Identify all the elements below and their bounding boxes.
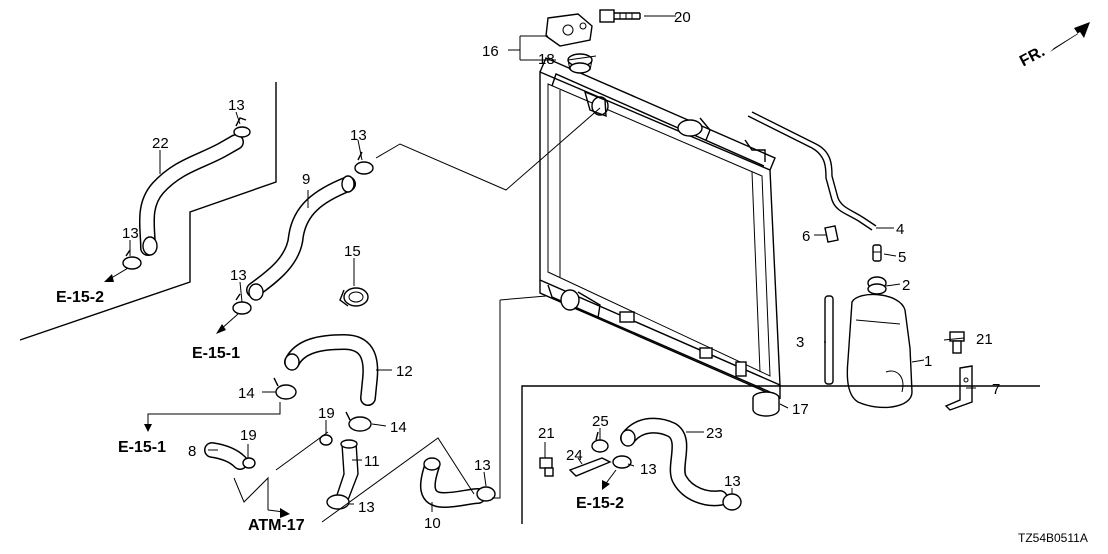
reference-arrows: [104, 267, 617, 518]
hose-22: [138, 134, 244, 256]
callout-19-a: 19: [318, 405, 335, 422]
clamp-13-g: [612, 455, 632, 469]
cap-17: [752, 391, 780, 417]
hose-8: [204, 442, 248, 470]
hose-10: [419, 457, 486, 508]
boundary-lines: [19, 82, 1040, 524]
callout-13-b: 13: [122, 225, 139, 242]
reference-labels: E-15-2 E-15-1 E-15-1 ATM-17 E-15-2: [56, 289, 624, 534]
water-pipe-11: [335, 439, 359, 501]
callout-4: 4: [896, 221, 904, 238]
ref-e-15-1-lower: E-15-1: [118, 439, 166, 456]
clip-6: [824, 225, 839, 243]
callout-1: 1: [924, 353, 932, 370]
front-direction-arrow: [1050, 22, 1090, 52]
callout-3: 3: [796, 334, 804, 351]
callout-2: 2: [902, 277, 910, 294]
callout-17: 17: [792, 401, 809, 418]
callout-13-d: 13: [230, 267, 247, 284]
callout-10: 10: [424, 515, 441, 532]
callout-14-a: 14: [238, 385, 255, 402]
callout-14-b: 14: [390, 419, 407, 436]
callout-18: 18: [538, 51, 555, 68]
leader-lines: [129, 15, 976, 512]
hose-12: [284, 334, 379, 406]
o-ring-19-a: [319, 434, 333, 446]
bracket-24: [568, 457, 612, 477]
callout-9: 9: [302, 171, 310, 188]
callout-23: 23: [706, 425, 723, 442]
callout-13-a: 13: [228, 97, 245, 114]
clamp-13-e: [326, 494, 350, 510]
diagram-code: TZ54B0511A: [1018, 531, 1088, 545]
front-label: FR.: [1017, 43, 1048, 70]
callout-7: 7: [992, 381, 1000, 398]
bracket-7: [944, 365, 973, 411]
clamp-13-b: [122, 249, 142, 270]
callout-25: 25: [592, 413, 609, 430]
callout-19-b: 19: [240, 427, 257, 444]
callout-13-c: 13: [350, 127, 367, 144]
callout-21-a: 21: [538, 425, 555, 442]
callout-13-h: 13: [724, 473, 741, 490]
clip-5: [872, 244, 882, 262]
callout-16: 16: [482, 43, 499, 60]
ref-e-15-2-left: E-15-2: [56, 289, 104, 306]
clamp-13-h: [722, 493, 742, 511]
clamp-15: [339, 287, 369, 307]
o-ring-19-b: [242, 457, 256, 469]
callout-labels: 1 2 3 4 5 6 7 8 9 10 11 12 13 13 13 13 1…: [122, 9, 1000, 532]
clamp-14-b: [345, 411, 372, 432]
callout-20: 20: [674, 9, 691, 26]
reservoir-tank: [846, 293, 913, 409]
callout-6: 6: [802, 228, 810, 245]
callout-24: 24: [566, 447, 583, 464]
overflow-tube-4: [747, 111, 877, 231]
clamp-13-f: [476, 486, 496, 502]
mount-rubber-18: [567, 53, 593, 74]
bolt-21-left: [539, 457, 554, 477]
radiator: [539, 57, 781, 400]
callout-13-e: 13: [358, 499, 375, 516]
bolt-20: [599, 9, 641, 23]
clamp-13-a: [233, 117, 251, 138]
callout-12: 12: [396, 363, 413, 380]
callout-11: 11: [364, 453, 380, 470]
callout-13-g: 13: [640, 461, 657, 478]
reservoir-cap-2: [867, 276, 887, 295]
hose-23: [620, 417, 728, 507]
bolt-21-right: [949, 331, 965, 354]
clamp-13-c: [354, 151, 374, 175]
callout-21-b: 21: [976, 331, 993, 348]
callout-8: 8: [188, 443, 196, 460]
callout-13-f: 13: [474, 457, 491, 474]
callout-15: 15: [344, 243, 361, 260]
hose-9: [246, 175, 356, 301]
hose-3: [824, 295, 834, 385]
radiator-mount-bracket: [545, 13, 593, 47]
ref-e-15-1-upper: E-15-1: [192, 345, 240, 362]
callout-22: 22: [152, 135, 169, 152]
clamp-14-a: [273, 377, 297, 400]
ref-atm-17: ATM-17: [248, 517, 305, 534]
ref-e-15-2-right: E-15-2: [576, 495, 624, 512]
callout-5: 5: [898, 249, 906, 266]
